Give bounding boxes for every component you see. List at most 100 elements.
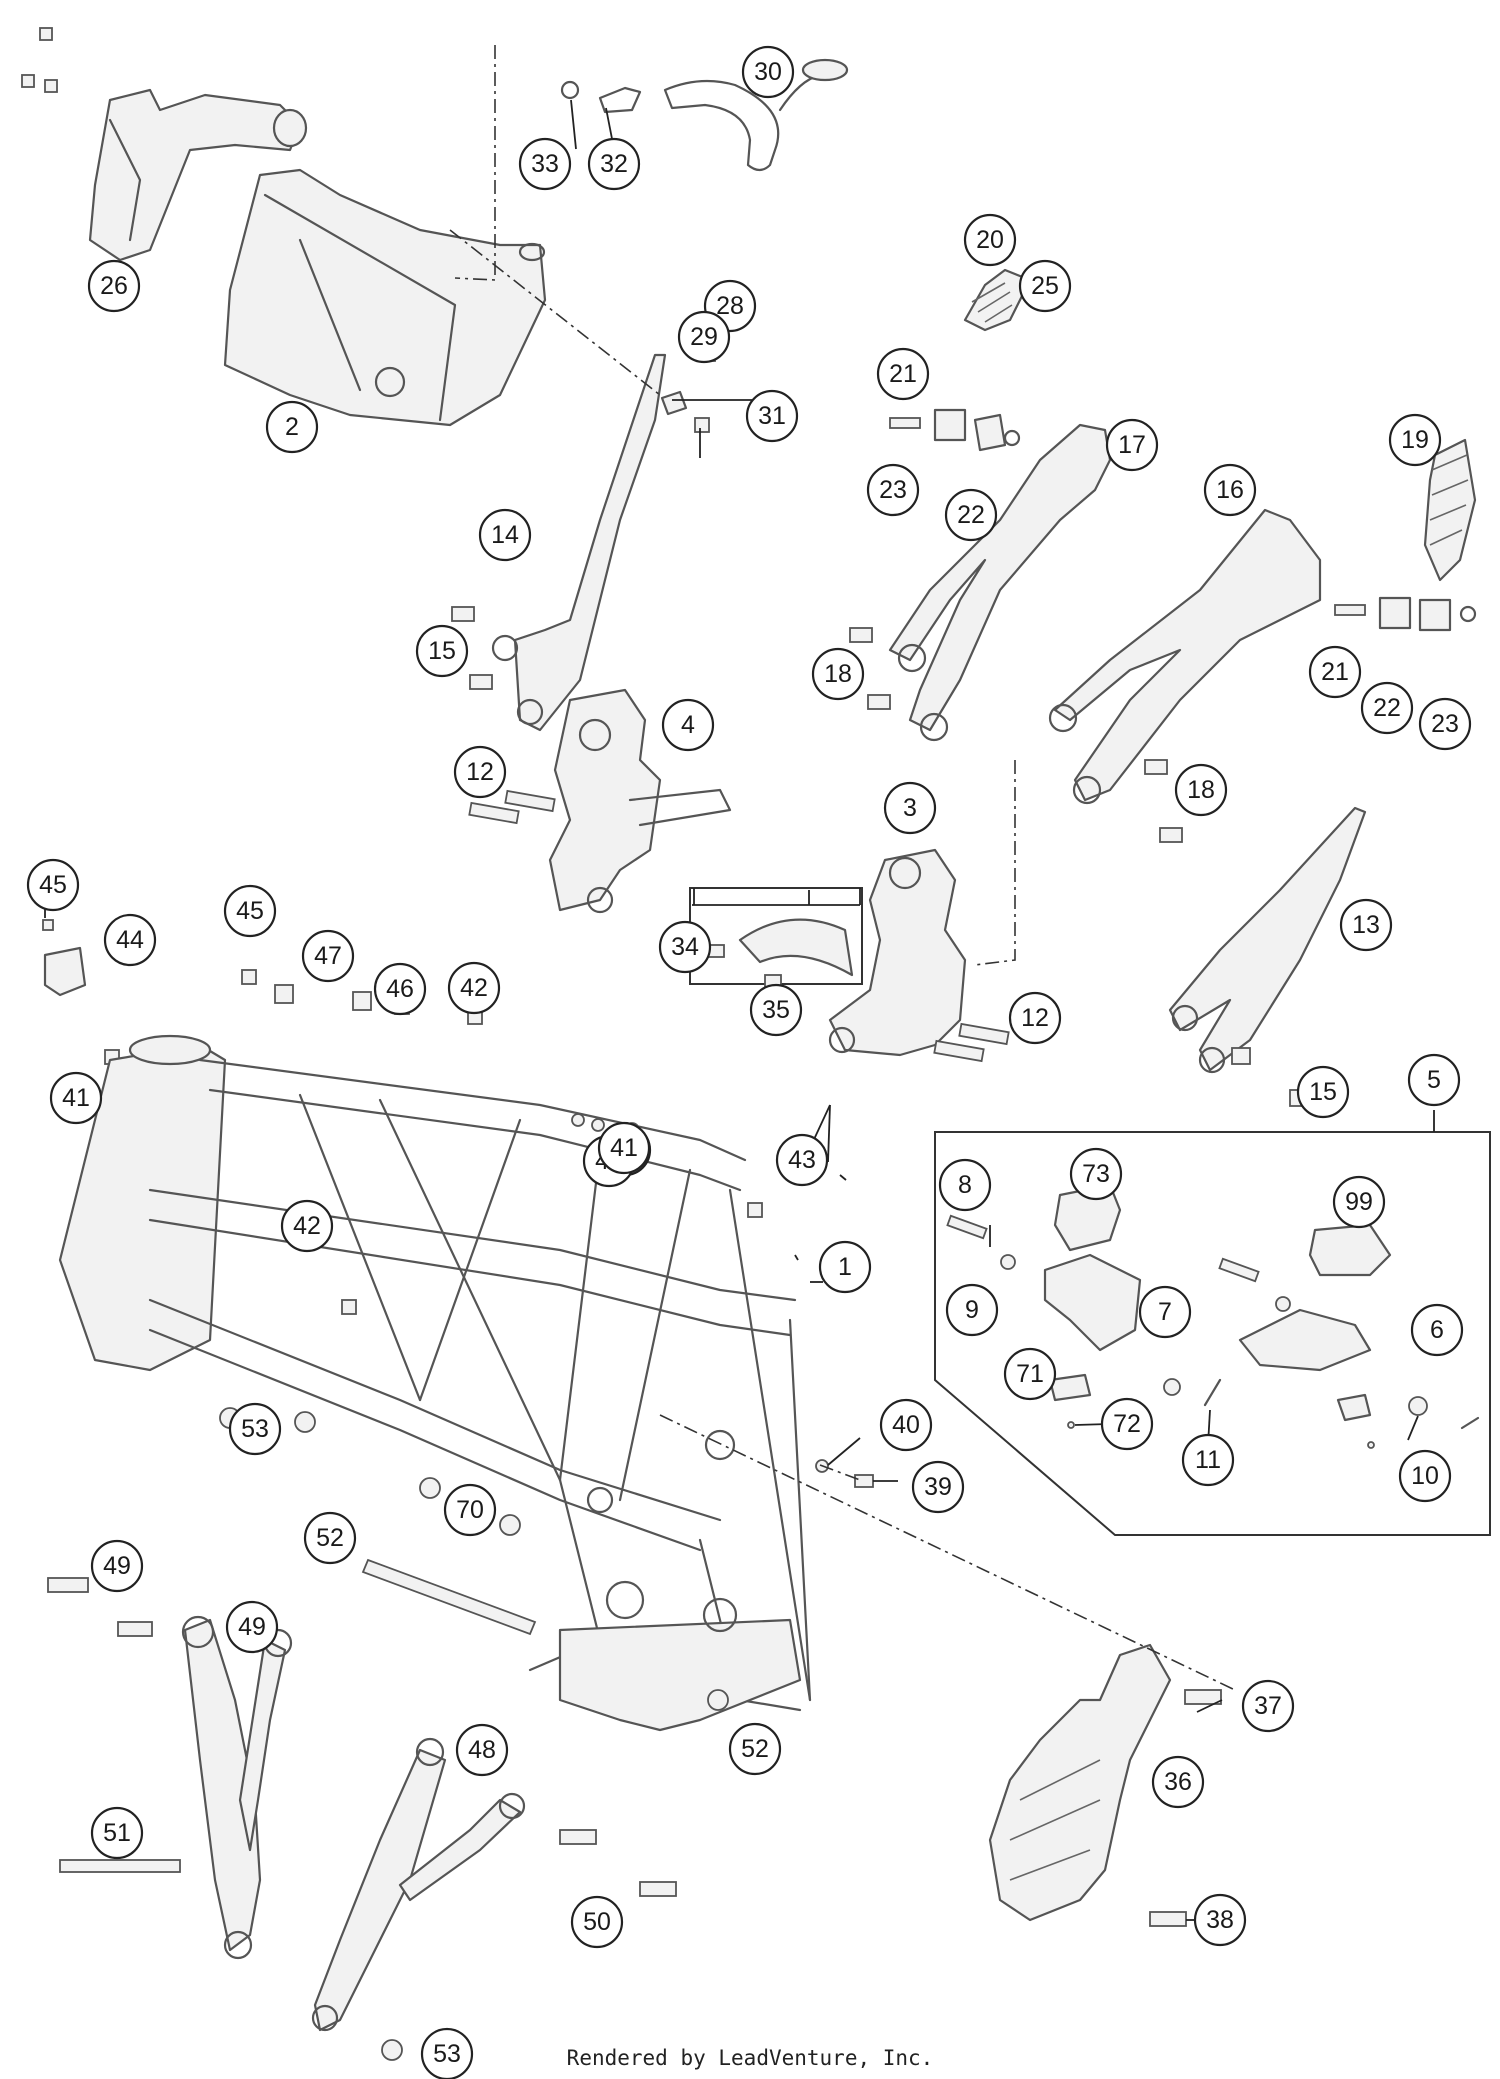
- callout-9: 9: [945, 1283, 999, 1337]
- callout-circle: [455, 1723, 509, 1777]
- part-hose-30: [560, 58, 849, 172]
- callout-circle: [661, 698, 715, 752]
- callout-72: 72: [1100, 1397, 1154, 1451]
- callout-circle: [420, 2027, 474, 2079]
- callout-circle: [1398, 1449, 1452, 1503]
- callout-circle: [1296, 1065, 1350, 1119]
- callout-circle: [1339, 898, 1393, 952]
- part-footpeg-mount-4: [548, 688, 732, 914]
- callout-circle: [1069, 1147, 1123, 1201]
- callout-37: 37: [1241, 1679, 1295, 1733]
- callout-circle: [728, 1722, 782, 1776]
- callout-21: 21: [876, 347, 930, 401]
- callout-99: 99: [1332, 1175, 1386, 1229]
- part-heel-guard-14: [491, 353, 667, 732]
- callout-number: 40: [892, 1411, 920, 1439]
- callout-53: 53: [228, 1402, 282, 1456]
- callout-number: 39: [924, 1473, 952, 1501]
- callout-number: 22: [957, 501, 985, 529]
- callout-circle: [228, 1402, 282, 1456]
- callout-70: 70: [443, 1483, 497, 1537]
- callout-number: 53: [241, 1415, 269, 1443]
- callout-41: 41: [49, 1071, 103, 1125]
- callout-52: 52: [303, 1511, 357, 1565]
- callout-circle: [280, 1199, 334, 1253]
- callout-bubbles: 1234567891011121213141515161718181920212…: [26, 45, 1472, 2079]
- callout-40: 40: [879, 1398, 933, 1452]
- callout-number: 44: [116, 926, 144, 954]
- callout-49: 49: [90, 1539, 144, 1593]
- callout-number: 52: [741, 1735, 769, 1763]
- callout-circle: [1410, 1303, 1464, 1357]
- callout-circle: [879, 1398, 933, 1452]
- callout-42: 42: [280, 1199, 334, 1253]
- callout-circle: [518, 137, 572, 191]
- callout-number: 17: [1118, 431, 1146, 459]
- callout-73: 73: [1069, 1147, 1123, 1201]
- callout-circle: [87, 259, 141, 313]
- callout-number: 21: [889, 360, 917, 388]
- callout-circle: [945, 1283, 999, 1337]
- callout-number: 6: [1430, 1316, 1444, 1344]
- callout-number: 49: [238, 1613, 266, 1641]
- callout-circle: [1418, 697, 1472, 751]
- callout-circle: [49, 1071, 103, 1125]
- callout-circle: [265, 400, 319, 454]
- callout-number: 47: [314, 942, 342, 970]
- callout-circle: [1308, 645, 1362, 699]
- callout-number: 16: [1216, 476, 1244, 504]
- part-main-frame-1: [58, 1034, 812, 1732]
- callout-circle: [1151, 1755, 1205, 1809]
- callout-19: 19: [1388, 413, 1442, 467]
- callout-circle: [866, 463, 920, 517]
- bolts-12-left: [468, 789, 556, 825]
- callout-44: 44: [103, 913, 157, 967]
- callout-number: 7: [1158, 1298, 1172, 1326]
- callout-14: 14: [478, 508, 532, 562]
- callout-number: 18: [824, 660, 852, 688]
- part-chain-guard-36: [988, 1643, 1222, 1927]
- callout-number: 25: [1031, 272, 1059, 300]
- callout-number: 21: [1321, 658, 1349, 686]
- callout-number: 32: [600, 150, 628, 178]
- callout-circle: [1100, 1397, 1154, 1451]
- callout-circle: [26, 858, 80, 912]
- callout-42: 42: [447, 961, 501, 1015]
- callout-15: 15: [1296, 1065, 1350, 1119]
- callout-circle: [938, 1158, 992, 1212]
- callout-12: 12: [1008, 991, 1062, 1045]
- callout-17: 17: [1105, 418, 1159, 472]
- callout-number: 15: [1309, 1078, 1337, 1106]
- callout-10: 10: [1398, 1449, 1452, 1503]
- callout-circle: [944, 488, 998, 542]
- callout-5: 5: [1407, 1053, 1461, 1107]
- callout-circle: [1181, 1433, 1235, 1487]
- callout-33: 33: [518, 137, 572, 191]
- callout-number: 28: [716, 292, 744, 320]
- callout-circle: [570, 1895, 624, 1949]
- callout-23: 23: [866, 463, 920, 517]
- callout-number: 48: [468, 1736, 496, 1764]
- callout-number: 36: [1164, 1768, 1192, 1796]
- callout-circle: [1332, 1175, 1386, 1229]
- callout-circle: [301, 929, 355, 983]
- callout-circle: [443, 1483, 497, 1537]
- callout-53: 53: [420, 2027, 474, 2079]
- part-linkage-48: [181, 1615, 293, 1960]
- bolts-15-right: [1231, 1047, 1309, 1107]
- callout-31: 31: [745, 389, 799, 443]
- callout-30: 30: [741, 45, 795, 99]
- callout-number: 34: [671, 933, 699, 961]
- callout-circle: [1203, 463, 1257, 517]
- callout-circle: [447, 961, 501, 1015]
- callout-16: 16: [1203, 463, 1257, 517]
- callout-circle: [749, 983, 803, 1037]
- part-hardware-frame: [219, 1113, 874, 1711]
- callout-35: 35: [749, 983, 803, 1037]
- callout-number: 22: [1373, 694, 1401, 722]
- part-axle-51: [361, 1558, 537, 1636]
- callout-number: 14: [491, 521, 519, 549]
- callout-circle: [1138, 1285, 1192, 1339]
- callout-number: 71: [1016, 1360, 1044, 1388]
- callout-number: 38: [1206, 1906, 1234, 1934]
